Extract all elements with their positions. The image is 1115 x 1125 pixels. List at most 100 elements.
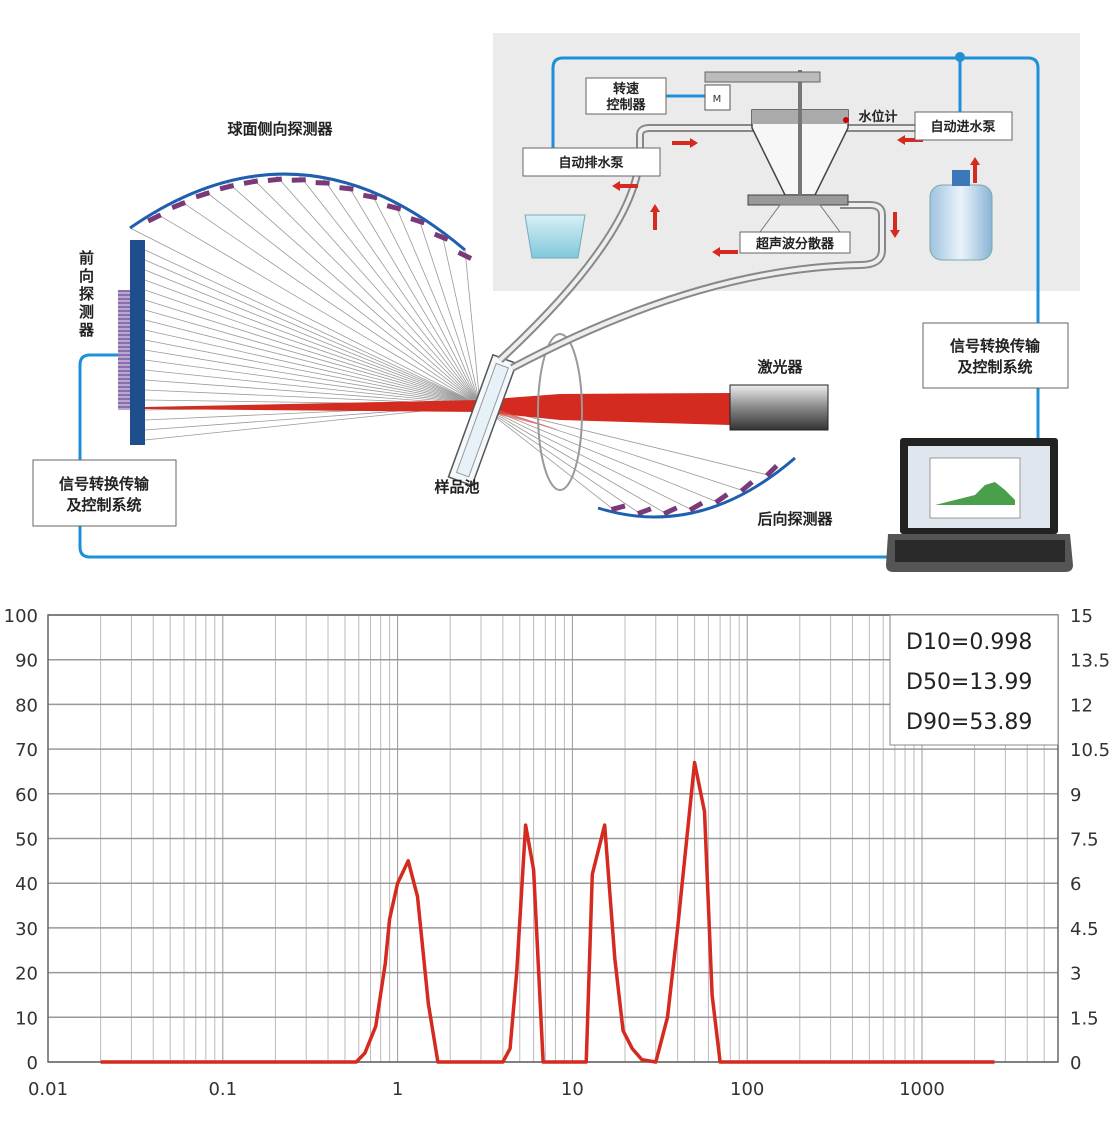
- ray: [144, 339, 481, 406]
- ray: [129, 227, 481, 406]
- sample-cell-label: 样品池: [434, 478, 479, 496]
- side-sensor: [339, 185, 354, 192]
- signal-lines: [78, 56, 1040, 559]
- ray: [154, 212, 481, 406]
- back-sensor: [636, 506, 652, 516]
- signal-box-left: [32, 459, 177, 527]
- side-detector-label: 球面侧向探测器: [227, 120, 333, 138]
- side-sensor: [457, 250, 473, 261]
- back-detector-label: 后向探测器: [757, 510, 833, 528]
- inlet-pump-label: 自动进水泵: [930, 119, 995, 135]
- back-sensor: [662, 505, 678, 517]
- signal-box-right: [922, 322, 1069, 389]
- y-tick-label: 90: [15, 651, 38, 672]
- ray: [417, 215, 481, 406]
- water-level-label: 水位计: [858, 109, 897, 125]
- flow-arrow: [970, 157, 980, 183]
- y2-tick-label: 10.5: [1070, 740, 1110, 761]
- scattered-rays: [129, 173, 773, 518]
- ray: [144, 269, 481, 406]
- x-tick-label: 0.01: [28, 1079, 68, 1100]
- y2-tick-label: 12: [1070, 695, 1093, 716]
- flow-arrow: [890, 212, 900, 238]
- ray: [202, 188, 481, 406]
- laser-beam: [145, 393, 730, 425]
- side-sensor: [315, 180, 330, 186]
- side-sensor: [362, 192, 378, 201]
- y-tick-label: 0: [27, 1053, 38, 1074]
- ray: [298, 174, 481, 406]
- signal-right-label-2: 及控制系统: [957, 358, 1032, 376]
- ray: [144, 299, 481, 406]
- y2-tick-label: 15: [1070, 606, 1093, 627]
- ray: [369, 190, 481, 406]
- signal-left-label-2: 及控制系统: [66, 496, 141, 514]
- inlet-pump-box: [914, 111, 1013, 141]
- ray: [144, 289, 481, 406]
- signal-right-label-1: 信号转换传输: [950, 337, 1041, 355]
- d90-label: D90=53.89: [906, 710, 1032, 735]
- ray: [144, 359, 481, 406]
- distribution-line: [100, 760, 995, 1064]
- belt-drive: [704, 71, 821, 83]
- y2-tick-label: 9: [1070, 785, 1081, 806]
- y2-tick-label: 6: [1070, 874, 1081, 895]
- ray: [144, 249, 481, 406]
- drain-pump-box: [522, 147, 661, 177]
- x-tick-label: 1000: [899, 1079, 945, 1100]
- ray: [441, 231, 481, 406]
- motor: [704, 84, 731, 111]
- y-tick-label: 10: [15, 1008, 38, 1029]
- ray: [144, 349, 481, 406]
- motor-label: M: [713, 94, 722, 105]
- back-sensor: [688, 500, 704, 513]
- side-sensor: [171, 200, 187, 210]
- ray: [322, 177, 481, 406]
- side-sensor: [219, 182, 235, 192]
- junction-dot: [955, 52, 965, 62]
- waste-bucket: [524, 214, 586, 259]
- y-tick-label: 100: [4, 606, 38, 627]
- back-sensor: [739, 480, 754, 493]
- side-sensor: [291, 177, 306, 183]
- spherical-side-detector-arc: [129, 172, 466, 252]
- side-sensor: [267, 176, 283, 183]
- flow-arrow: [897, 135, 923, 145]
- laptop: [886, 438, 1073, 572]
- x-tick-label: 100: [730, 1079, 764, 1100]
- x-tick-label: 1: [392, 1079, 403, 1100]
- back-sensors: [610, 463, 779, 517]
- d10-label: D10=0.998: [906, 630, 1032, 655]
- ray: [144, 279, 481, 406]
- ray: [144, 319, 481, 406]
- y-tick-label: 50: [15, 830, 38, 851]
- side-sensor: [410, 216, 426, 226]
- ray: [464, 249, 481, 406]
- ray: [144, 309, 481, 406]
- side-sensor: [243, 178, 259, 186]
- ray: [144, 259, 481, 406]
- laser-label: 激光器: [757, 358, 803, 376]
- forward-detector-array: [118, 290, 130, 410]
- flow-arrows: [612, 135, 980, 257]
- side-sensors: [147, 176, 473, 261]
- ray: [479, 404, 619, 514]
- d50-label: D50=13.99: [906, 670, 1032, 695]
- y2-tick-label: 7.5: [1070, 830, 1099, 851]
- laser-diffraction-diagram: M 转速 控制器 自动排水泵 自动进水泵 超声波分散器 水位计 信号转换传输 及…: [32, 33, 1080, 572]
- ray: [144, 329, 481, 406]
- back-detector-arc: [597, 456, 796, 519]
- ray: [226, 181, 481, 406]
- ray: [144, 369, 481, 406]
- y2-tick-label: 4.5: [1070, 919, 1099, 940]
- drain-pump-label: 自动排水泵: [558, 155, 623, 171]
- y2-tick-label: 1.5: [1070, 1008, 1099, 1029]
- signal-left-label-1: 信号转换传输: [59, 475, 150, 493]
- laser: [729, 384, 829, 431]
- back-sensor: [765, 463, 779, 478]
- side-sensor: [433, 231, 449, 242]
- ray: [144, 379, 481, 406]
- lens-ring: [537, 333, 583, 491]
